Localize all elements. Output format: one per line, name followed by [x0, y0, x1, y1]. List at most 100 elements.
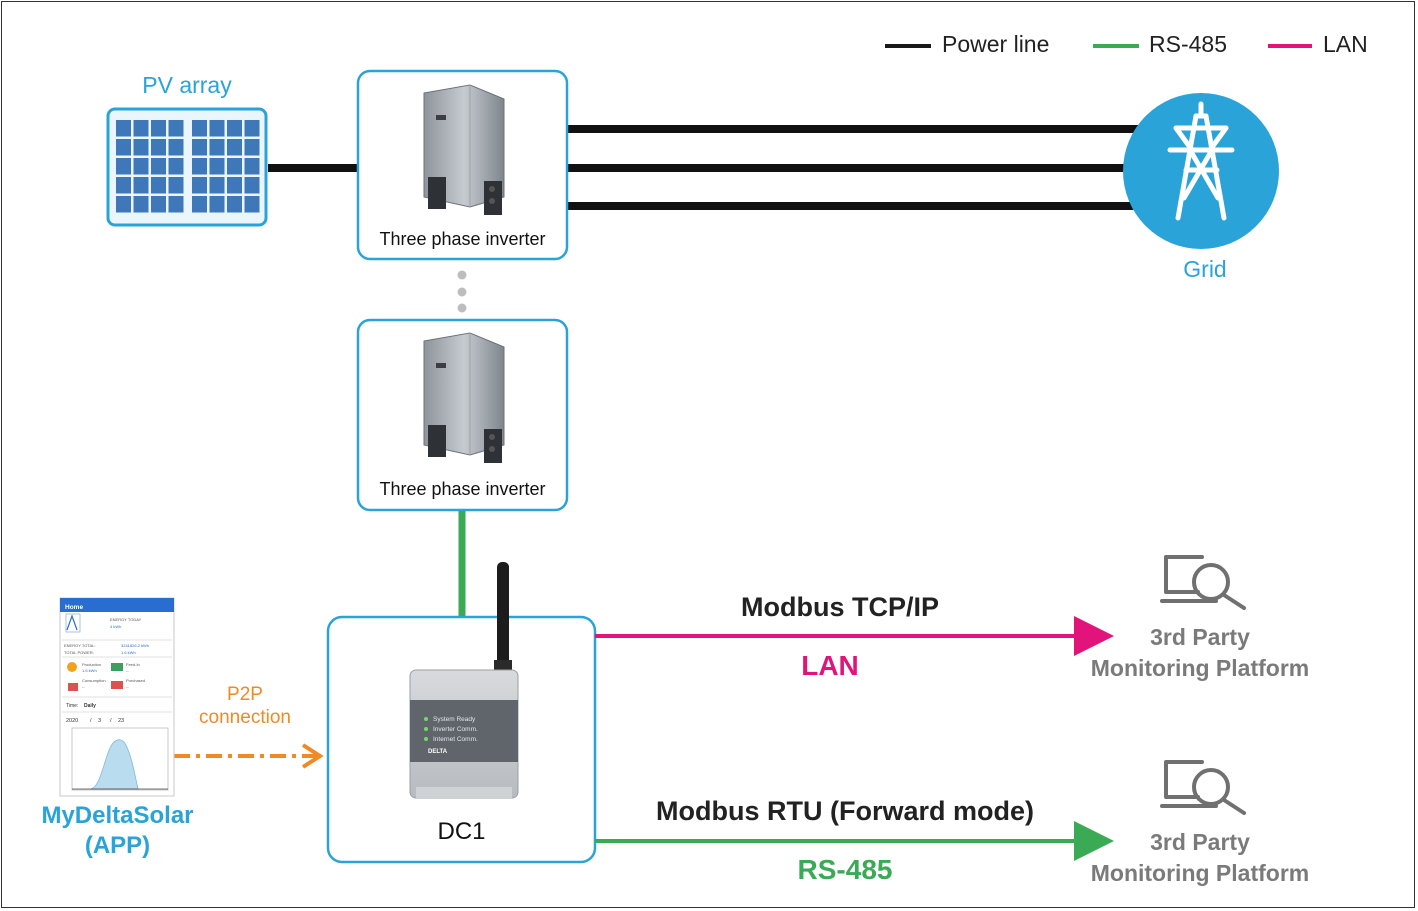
- pv-array-label: PV array: [142, 72, 232, 98]
- inverter-top-icon: [423, 84, 505, 215]
- pv-cell: [168, 177, 184, 194]
- pv-cell: [227, 120, 242, 137]
- pv-cell: [133, 177, 149, 194]
- power-lines: [268, 125, 1145, 210]
- pv-array-frame: [106, 107, 268, 227]
- monitor-search-icon-rs485: [1160, 760, 1246, 815]
- pv-cell: [244, 177, 260, 194]
- app-name-label: MyDeltaSolar: [41, 802, 194, 829]
- app-date-day: 23: [118, 718, 124, 724]
- pv-cell: [168, 139, 184, 156]
- app-phone-screenshot: [59, 597, 175, 797]
- pv-cell: [151, 120, 166, 137]
- legend-swatch-rs485: [1093, 44, 1139, 48]
- pv-cell: [192, 177, 207, 194]
- app-time-value: Daily: [84, 703, 96, 709]
- rs485-medium-label: RS-485: [797, 854, 893, 885]
- pv-cell: [168, 158, 184, 175]
- pv-cell: [227, 177, 242, 194]
- app-energy-total-value: 3241826.2 kWh: [121, 643, 149, 648]
- platform-rs485-label-line2: Monitoring Platform: [1090, 860, 1310, 886]
- pv-cell: [244, 158, 260, 175]
- dc1-device-icon: [409, 562, 519, 799]
- pv-cell: [151, 177, 166, 194]
- legend-label-rs485: RS-485: [1149, 31, 1227, 57]
- app-production-label: Production: [82, 662, 101, 667]
- pv-cell: [209, 177, 225, 194]
- pv-cell: [133, 139, 149, 156]
- pv-cell: [168, 196, 184, 213]
- platform-lan-label-line1: 3rd Party: [1150, 624, 1250, 650]
- dc1-led-1: System Ready: [433, 716, 476, 723]
- platform-rs485-label-line1: 3rd Party: [1150, 829, 1250, 855]
- antenna-icon: [497, 562, 509, 670]
- inverter-top-label: Three phase inverter: [379, 229, 546, 249]
- pv-cell: [227, 158, 242, 175]
- platform-lan-label-line2: Monitoring Platform: [1090, 655, 1310, 681]
- pv-cell: [244, 120, 260, 137]
- app-total-power-label: TOTAL POWER:: [64, 650, 94, 655]
- app-purchased-label: Purchased: [126, 678, 145, 683]
- legend-label-lan: LAN: [1323, 31, 1368, 57]
- p2p-label-line1: P2P: [227, 684, 263, 705]
- p2p-arrowhead: [301, 743, 324, 769]
- app-time-label: Time:: [66, 703, 78, 709]
- app-date-year: 2020: [66, 718, 78, 724]
- pv-array: [106, 107, 268, 227]
- pv-cells: [116, 120, 260, 213]
- pv-cell: [209, 120, 225, 137]
- dc1-led-2: Inverter Comm.: [433, 726, 478, 733]
- modbus-tcp-label: Modbus TCP/IP: [741, 592, 939, 622]
- pv-cell: [116, 139, 131, 156]
- pv-cell: [168, 120, 184, 137]
- app-feed-in-label: Feed-In: [126, 662, 140, 667]
- pv-cell: [227, 139, 242, 156]
- inverter-bottom-label: Three phase inverter: [379, 479, 546, 499]
- inverter-bottom-icon: [423, 332, 505, 463]
- monitor-search-icon-lan: [1160, 555, 1246, 610]
- lan-medium-label: LAN: [801, 650, 859, 681]
- app-purchased-value: --: [126, 684, 129, 689]
- app-energy-total-label: ENERGY TOTAL:: [64, 643, 96, 648]
- p2p-label-line2: connection: [199, 707, 291, 728]
- pv-cell: [192, 196, 207, 213]
- pv-cell: [151, 158, 166, 175]
- pv-cell: [192, 120, 207, 137]
- pv-cell: [151, 139, 166, 156]
- pv-cell: [133, 158, 149, 175]
- pv-cell: [133, 120, 149, 137]
- app-consumption-label: Consumption: [82, 678, 106, 683]
- pv-cell: [133, 196, 149, 213]
- app-total-power-value: 1.6 kWh: [121, 650, 136, 655]
- app-name-sub-label: (APP): [84, 832, 151, 859]
- dc1-label: DC1: [437, 818, 486, 845]
- grid-tower-icon: [1123, 93, 1279, 249]
- app-consumption-value: --: [82, 684, 85, 689]
- pv-cell: [227, 196, 242, 213]
- app-date-month: 3: [98, 718, 101, 724]
- dc1-led-3: Internet Comm.: [433, 736, 478, 743]
- dc1-brand: DELTA: [428, 749, 448, 755]
- pv-cell: [116, 120, 131, 137]
- app-energy-today-value: 4 kWh: [110, 624, 121, 629]
- app-header: Home: [65, 604, 83, 611]
- app-date-slash-2: /: [110, 718, 112, 724]
- pv-cell: [116, 196, 131, 213]
- grid-label: Grid: [1183, 256, 1227, 282]
- pv-cell: [192, 139, 207, 156]
- pv-cell: [116, 158, 131, 175]
- pv-cell: [244, 139, 260, 156]
- modbus-rtu-label: Modbus RTU (Forward mode): [656, 796, 1034, 826]
- inverter-ellipsis: [457, 270, 467, 313]
- pv-cell: [209, 196, 225, 213]
- pv-cell: [192, 158, 207, 175]
- pv-cell: [209, 158, 225, 175]
- pv-cell: [151, 196, 166, 213]
- app-energy-today-label: ENERGY TODAY: [110, 617, 142, 622]
- legend-swatch-power-line: [885, 44, 931, 48]
- pv-cell: [244, 196, 260, 213]
- legend-label-power-line: Power line: [942, 31, 1050, 57]
- app-feed-in-value: --: [126, 668, 129, 673]
